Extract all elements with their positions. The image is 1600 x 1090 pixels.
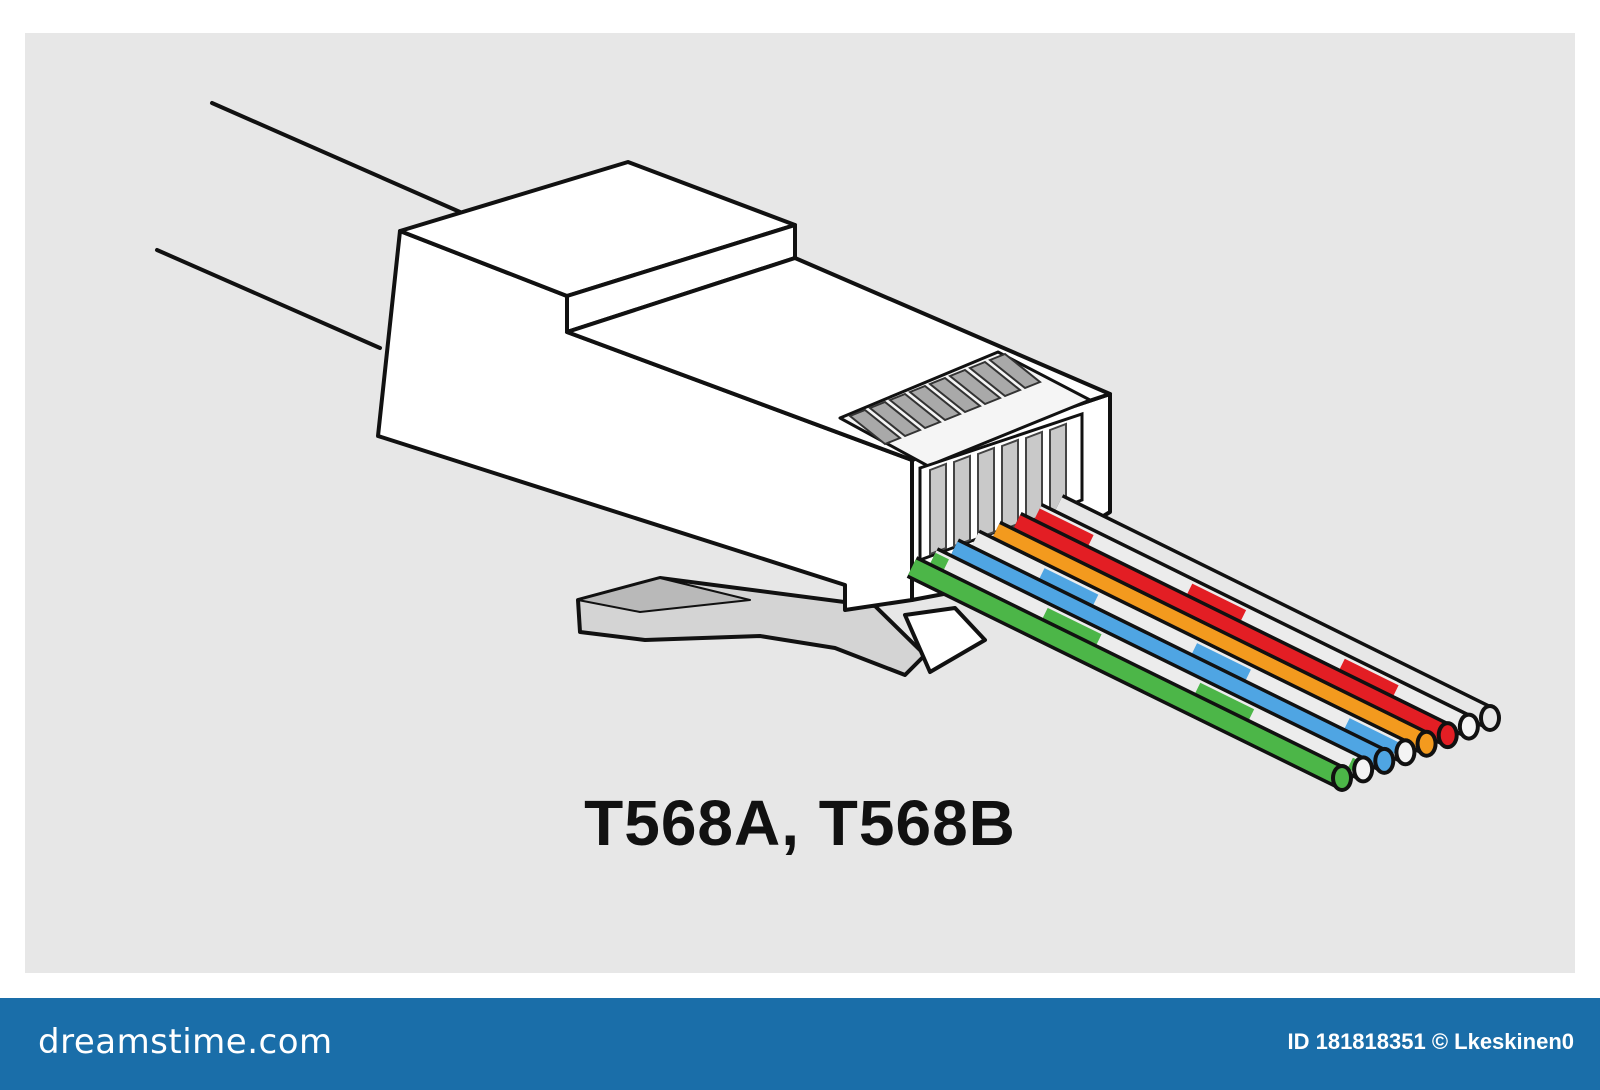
- contact-pins: [848, 352, 1042, 446]
- diagram-panel: [25, 33, 1575, 973]
- rj45-diagram: [25, 33, 1575, 973]
- cable-jacket-top-edge: [210, 101, 462, 214]
- pin-bay-slots: [929, 422, 1067, 556]
- wire-blue: [948, 538, 1396, 775]
- latch-clip-top: [577, 577, 751, 613]
- wire-white: [1052, 494, 1501, 732]
- wire-bundle: [906, 494, 1501, 792]
- wire-green: [906, 556, 1353, 792]
- wire-red: [1010, 511, 1459, 750]
- wire-white-green: [927, 547, 1375, 784]
- site-logo[interactable]: dreamstime.com: [38, 1022, 333, 1062]
- wire-orange: [990, 520, 1438, 758]
- latch-tab: [903, 606, 987, 674]
- diagram-caption: T568A, T568B: [584, 787, 1016, 859]
- footer-bar: dreamstime.com ID 181818351 © Lkeskinen0: [0, 998, 1600, 1090]
- wire-white-blue: [969, 529, 1417, 767]
- cable-jacket-bottom-edge: [155, 248, 382, 350]
- wire-white-red: [1031, 503, 1480, 741]
- image-credit: ID 181818351 © Lkeskinen0: [1287, 1029, 1574, 1054]
